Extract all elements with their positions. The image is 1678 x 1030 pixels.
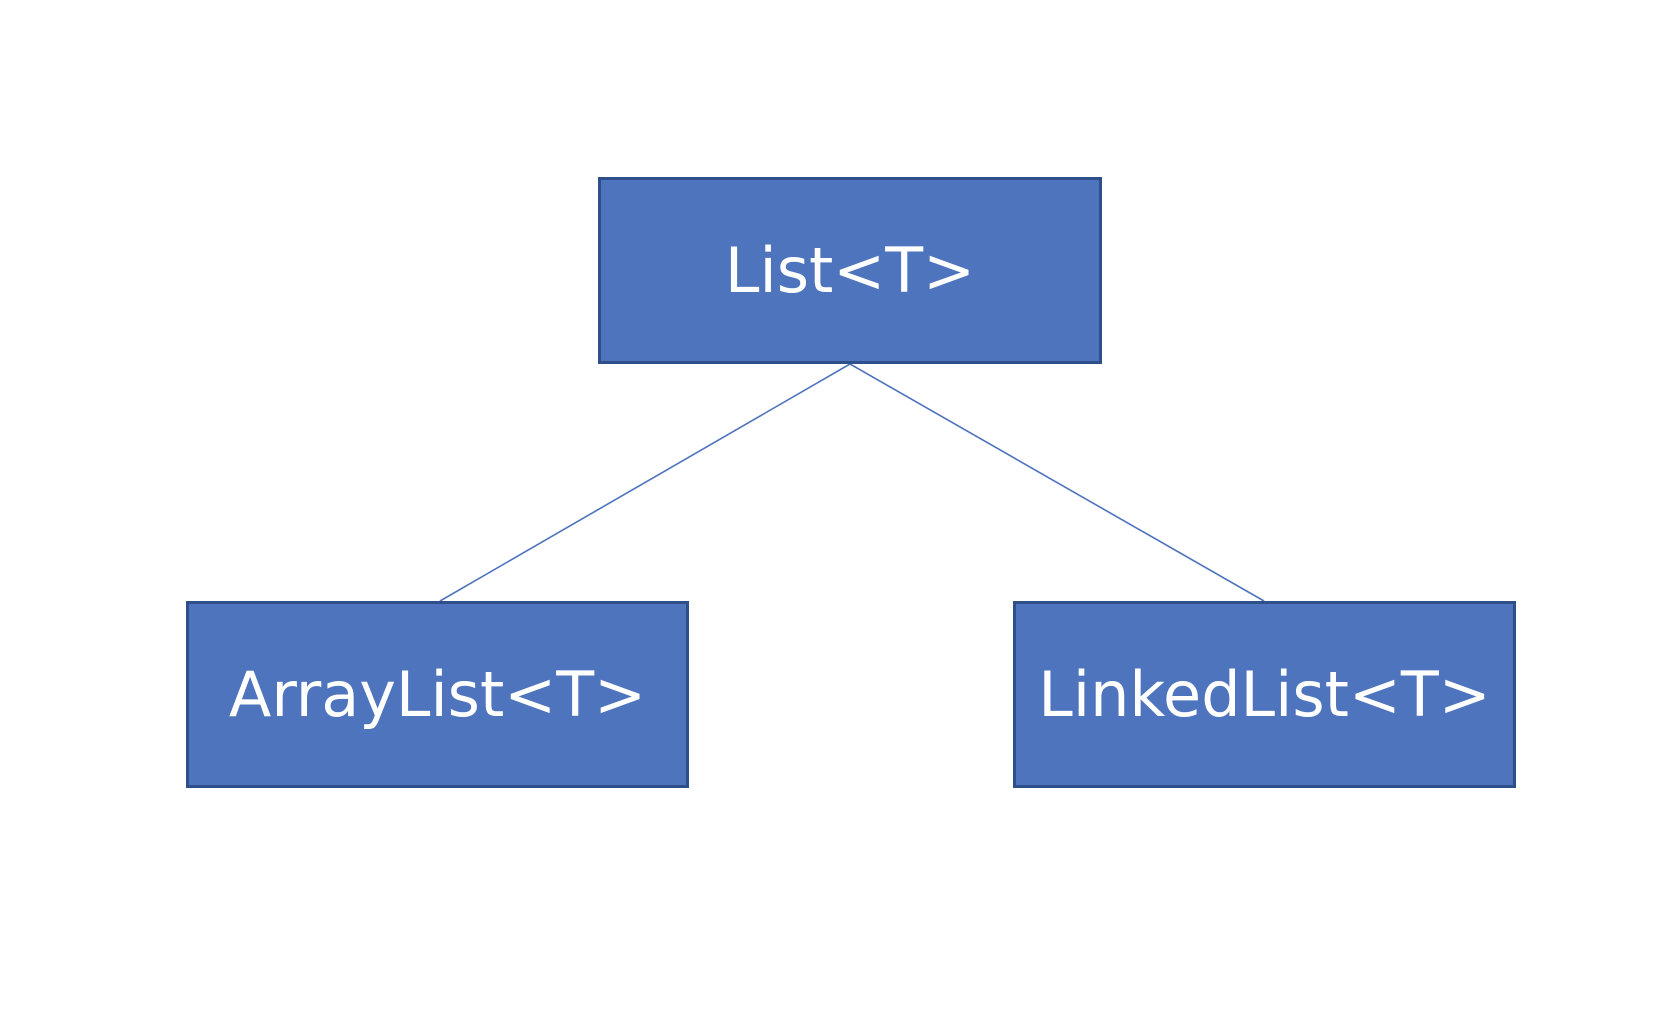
edge-root-to-arraylist: [439, 363, 851, 602]
node-arraylist-label: ArrayList<T>: [228, 657, 647, 731]
node-list-label: List<T>: [724, 233, 976, 307]
node-linkedlist: LinkedList<T>: [1013, 601, 1516, 788]
edge-root-to-linkedlist: [849, 363, 1265, 602]
node-linkedlist-label: LinkedList<T>: [1038, 657, 1491, 731]
node-arraylist: ArrayList<T>: [186, 601, 689, 788]
node-list: List<T>: [598, 177, 1102, 364]
